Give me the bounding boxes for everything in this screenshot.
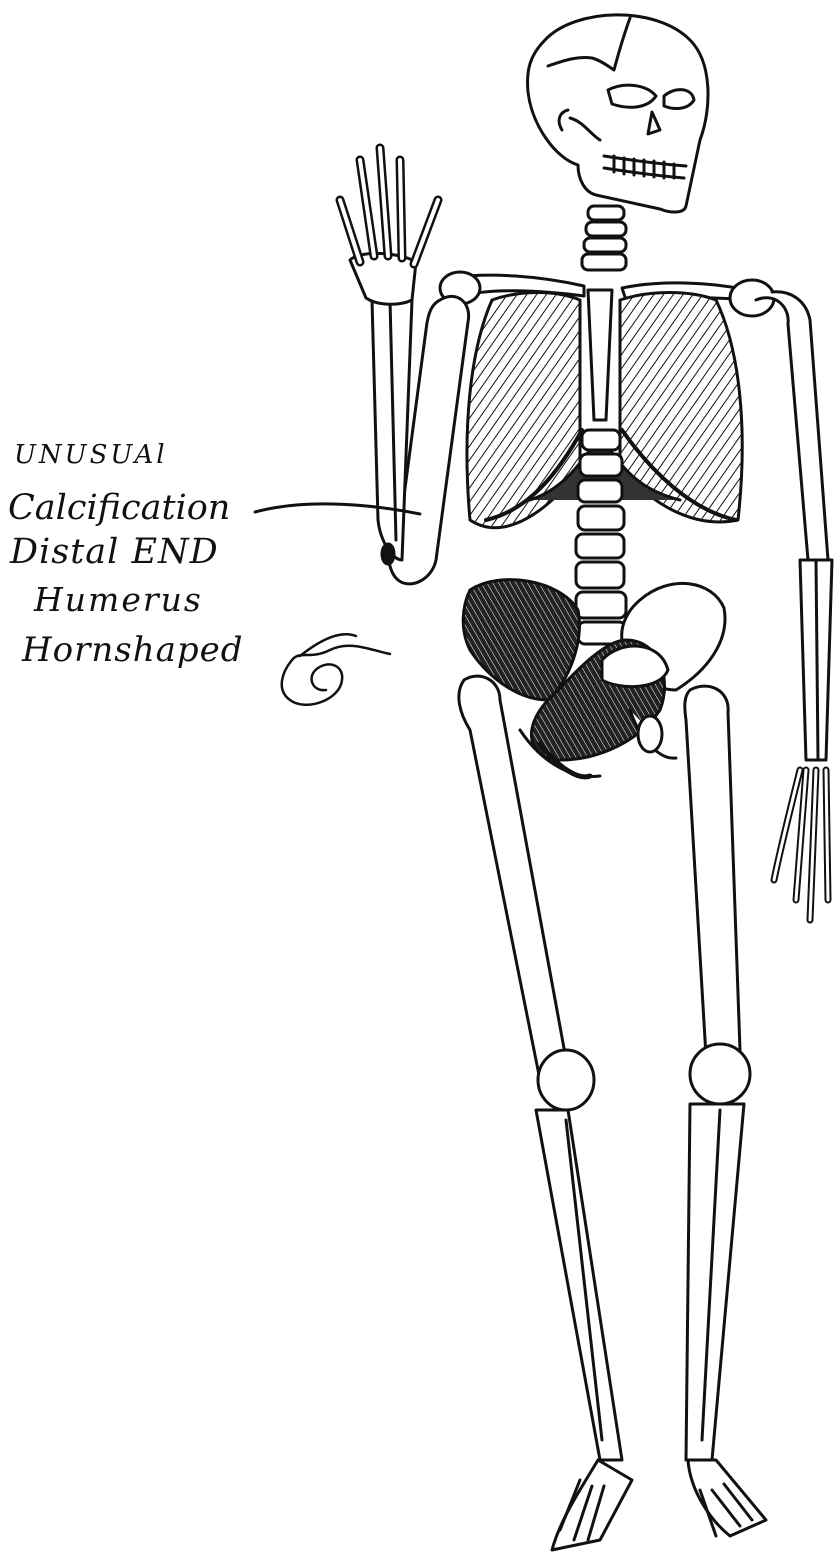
annotation-line-4: Humerus [34, 580, 203, 619]
lumbar-spine [576, 430, 626, 644]
annotation-line-2: Calcification [8, 488, 230, 528]
hanging-right-arm [756, 292, 832, 920]
horn-shape-sketch [282, 634, 390, 705]
left-leg [459, 676, 632, 1550]
annotation-line-5: Hornshaped [22, 630, 244, 670]
annotation-line-1: UNUSUAl [14, 440, 168, 470]
skull [528, 15, 709, 212]
annotation-line-3: Distal END [10, 532, 219, 572]
raised-left-arm [340, 148, 469, 584]
right-leg [685, 686, 766, 1536]
cervical-spine [582, 206, 626, 270]
